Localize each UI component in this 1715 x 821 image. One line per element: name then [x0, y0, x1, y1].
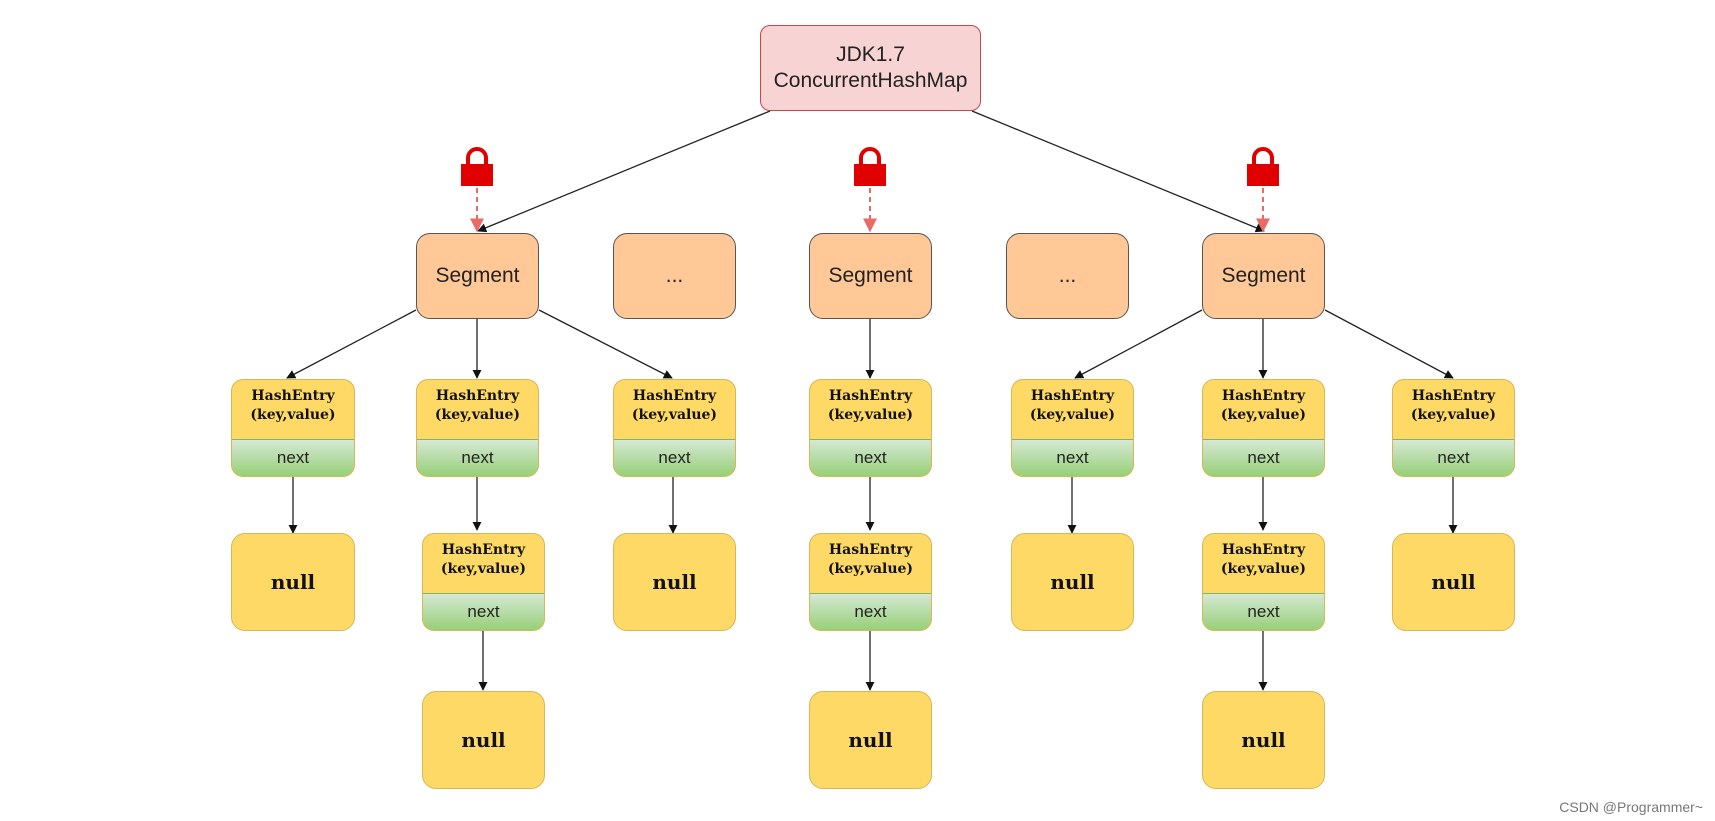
hash-entry-node: HashEntry (key,value) next — [1202, 379, 1325, 477]
edge-root-segment-3 — [971, 110, 1265, 233]
next-pointer: next — [810, 439, 931, 476]
segment-ellipsis-node: ... — [613, 233, 736, 319]
hash-entry-kv: (key,value) — [1220, 407, 1307, 423]
lock-icon — [1247, 147, 1279, 186]
hash-entry-name: HashEntry — [1411, 388, 1496, 404]
hash-entry-node: HashEntry (key,value) next — [1202, 533, 1325, 631]
hash-entry-node: HashEntry (key,value) next — [231, 379, 355, 477]
next-pointer: next — [232, 439, 354, 476]
next-pointer: next — [423, 593, 544, 630]
hash-entry-node: HashEntry (key,value) next — [1011, 379, 1134, 477]
segment-ellipsis-node: ... — [1006, 233, 1129, 319]
next-pointer: next — [810, 593, 931, 630]
watermark: CSDN @Programmer~ — [1559, 799, 1703, 815]
root-node: JDK1.7 ConcurrentHashMap — [760, 25, 981, 111]
hash-entry-node: HashEntry (key,value) next — [416, 379, 539, 477]
hash-entry-name: HashEntry — [1030, 388, 1115, 404]
null-node: null — [809, 691, 932, 789]
null-node: null — [422, 691, 545, 789]
hash-entry-kv: (key,value) — [434, 407, 521, 423]
edge-root-segment-1 — [477, 110, 771, 233]
next-pointer: next — [1012, 439, 1133, 476]
lock-icon — [854, 147, 886, 186]
root-subtitle: ConcurrentHashMap — [773, 69, 968, 92]
hash-entry-node: HashEntry (key,value) next — [422, 533, 545, 631]
edge-seg1-entry-c — [538, 309, 673, 379]
segment-node: Segment — [1202, 233, 1325, 319]
null-node: null — [231, 533, 355, 631]
null-node: null — [1011, 533, 1134, 631]
hash-entry-name: HashEntry — [435, 388, 520, 404]
hash-entry-name: HashEntry — [1221, 542, 1306, 558]
next-pointer: next — [1393, 439, 1514, 476]
edge-seg3-entry-a — [1074, 309, 1203, 379]
hash-entry-kv: (key,value) — [1220, 561, 1307, 577]
null-node: null — [1392, 533, 1515, 631]
hash-entry-kv: (key,value) — [631, 407, 718, 423]
hash-entry-node: HashEntry (key,value) next — [1392, 379, 1515, 477]
hash-entry-kv: (key,value) — [250, 407, 336, 423]
hash-entry-kv: (key,value) — [1029, 407, 1116, 423]
hash-entry-node: HashEntry (key,value) next — [809, 533, 932, 631]
hash-entry-name: HashEntry — [1221, 388, 1306, 404]
segment-node: Segment — [809, 233, 932, 319]
next-pointer: next — [614, 439, 735, 476]
hash-entry-kv: (key,value) — [1410, 407, 1497, 423]
hash-entry-kv: (key,value) — [827, 561, 914, 577]
hash-entry-name: HashEntry — [828, 542, 913, 558]
lock-icon — [461, 147, 493, 186]
next-pointer: next — [1203, 439, 1324, 476]
hash-entry-kv: (key,value) — [827, 407, 914, 423]
null-node: null — [613, 533, 736, 631]
edge-seg3-entry-c — [1324, 309, 1454, 379]
hash-entry-name: HashEntry — [632, 388, 717, 404]
hash-entry-node: HashEntry (key,value) next — [613, 379, 736, 477]
hash-entry-node: HashEntry (key,value) next — [809, 379, 932, 477]
hash-entry-name: HashEntry — [441, 542, 526, 558]
segment-node: Segment — [416, 233, 539, 319]
null-node: null — [1202, 691, 1325, 789]
next-pointer: next — [417, 439, 538, 476]
edge-seg1-entry-a — [286, 309, 417, 379]
next-pointer: next — [1203, 593, 1324, 630]
hash-entry-name: HashEntry — [828, 388, 913, 404]
root-title: JDK1.7 — [836, 42, 905, 66]
hash-entry-kv: (key,value) — [440, 561, 527, 577]
hash-entry-name: HashEntry — [251, 388, 335, 404]
